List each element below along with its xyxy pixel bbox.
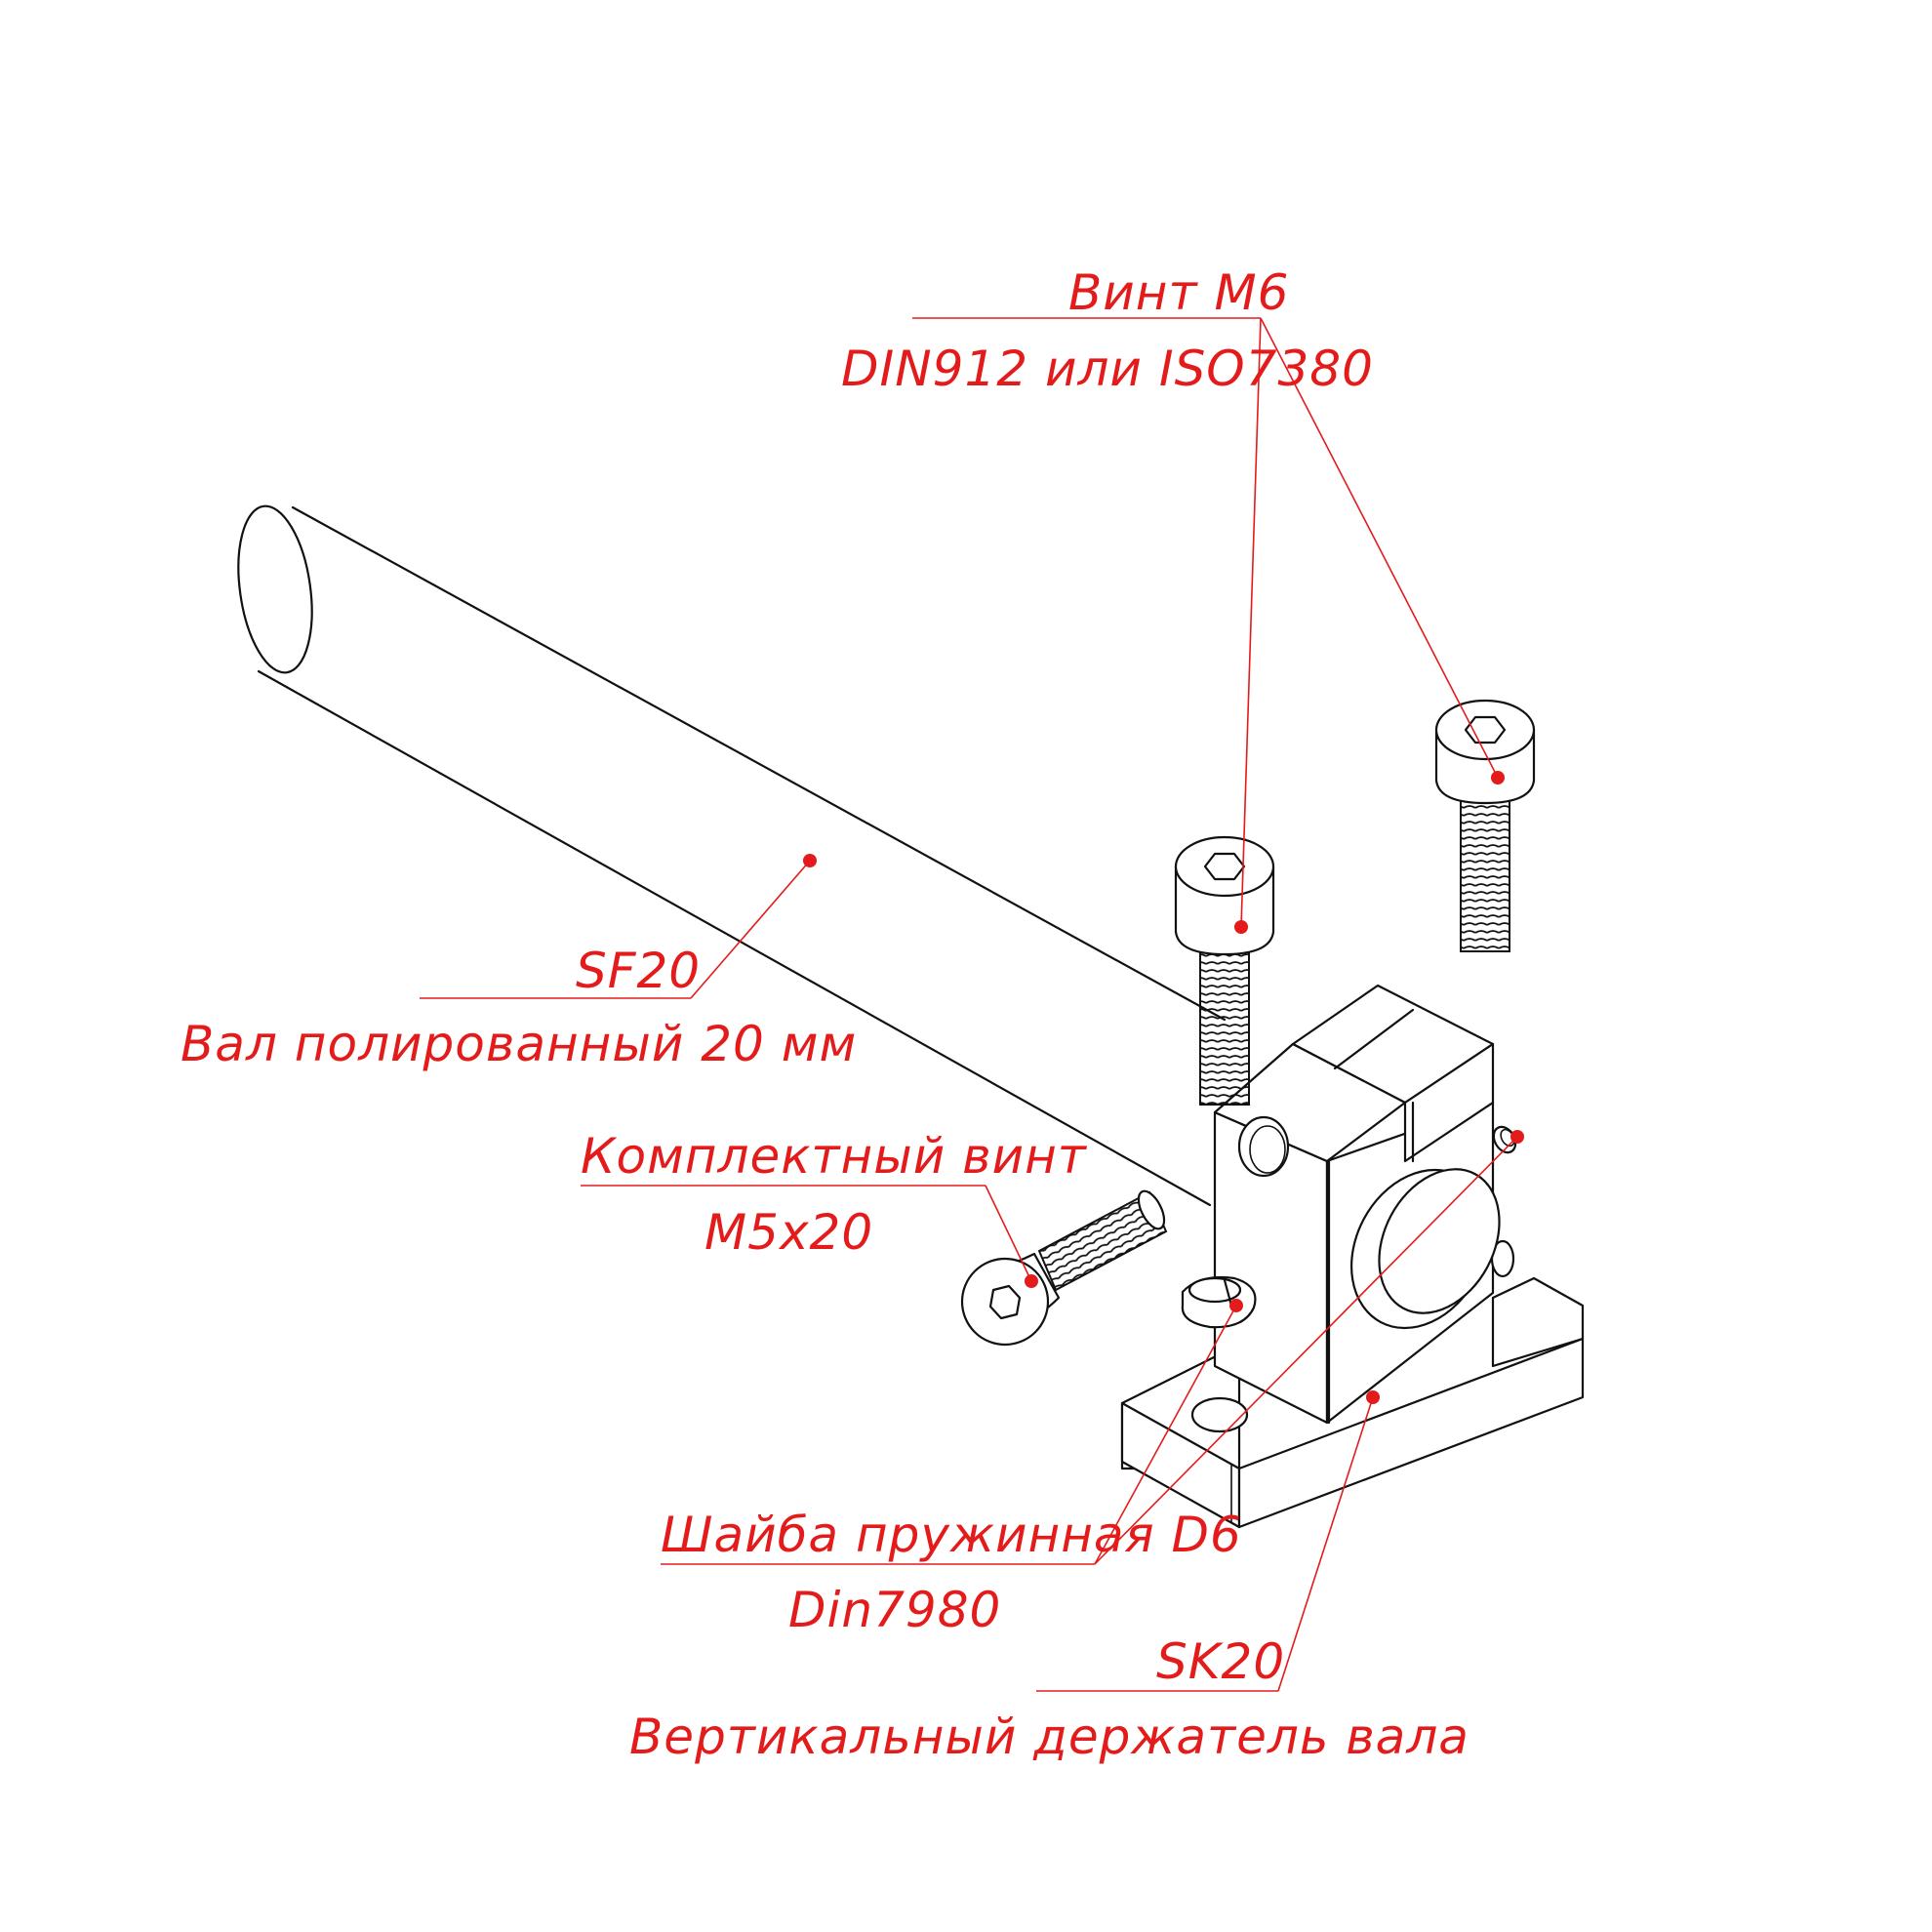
holder-description: Вертикальный держатель вала <box>629 1709 1469 1765</box>
shaft-holder <box>1120 984 1585 1529</box>
shaft-description: Вал полированный 20 мм <box>181 1016 858 1072</box>
screw-m6-title: Винт M6 <box>1068 264 1290 321</box>
leader-shaft <box>420 854 817 999</box>
holder-code: SK20 <box>1156 1633 1286 1690</box>
set-screw-m5x20 <box>960 1189 1168 1347</box>
screw-m6-rear <box>1434 699 1536 952</box>
screw-m6-standard: DIN912 или ISO7380 <box>841 341 1374 397</box>
washer-title: Шайба пружинная D6 <box>661 1507 1242 1563</box>
shaft <box>237 504 1227 1207</box>
set-screw-title: Комплектный винт <box>581 1128 1087 1185</box>
screw-m6-front <box>1174 835 1275 1106</box>
washer-standard: Din7980 <box>788 1582 1002 1638</box>
spring-washer <box>1181 1275 1257 1329</box>
leader-set-screw <box>581 1185 1038 1288</box>
leader-screw-m6 <box>912 317 1505 934</box>
leader-holder <box>1036 1390 1380 1692</box>
set-screw-size: M5x20 <box>704 1204 874 1261</box>
shaft-code: SF20 <box>576 943 702 999</box>
leader-washer <box>661 1130 1524 1565</box>
